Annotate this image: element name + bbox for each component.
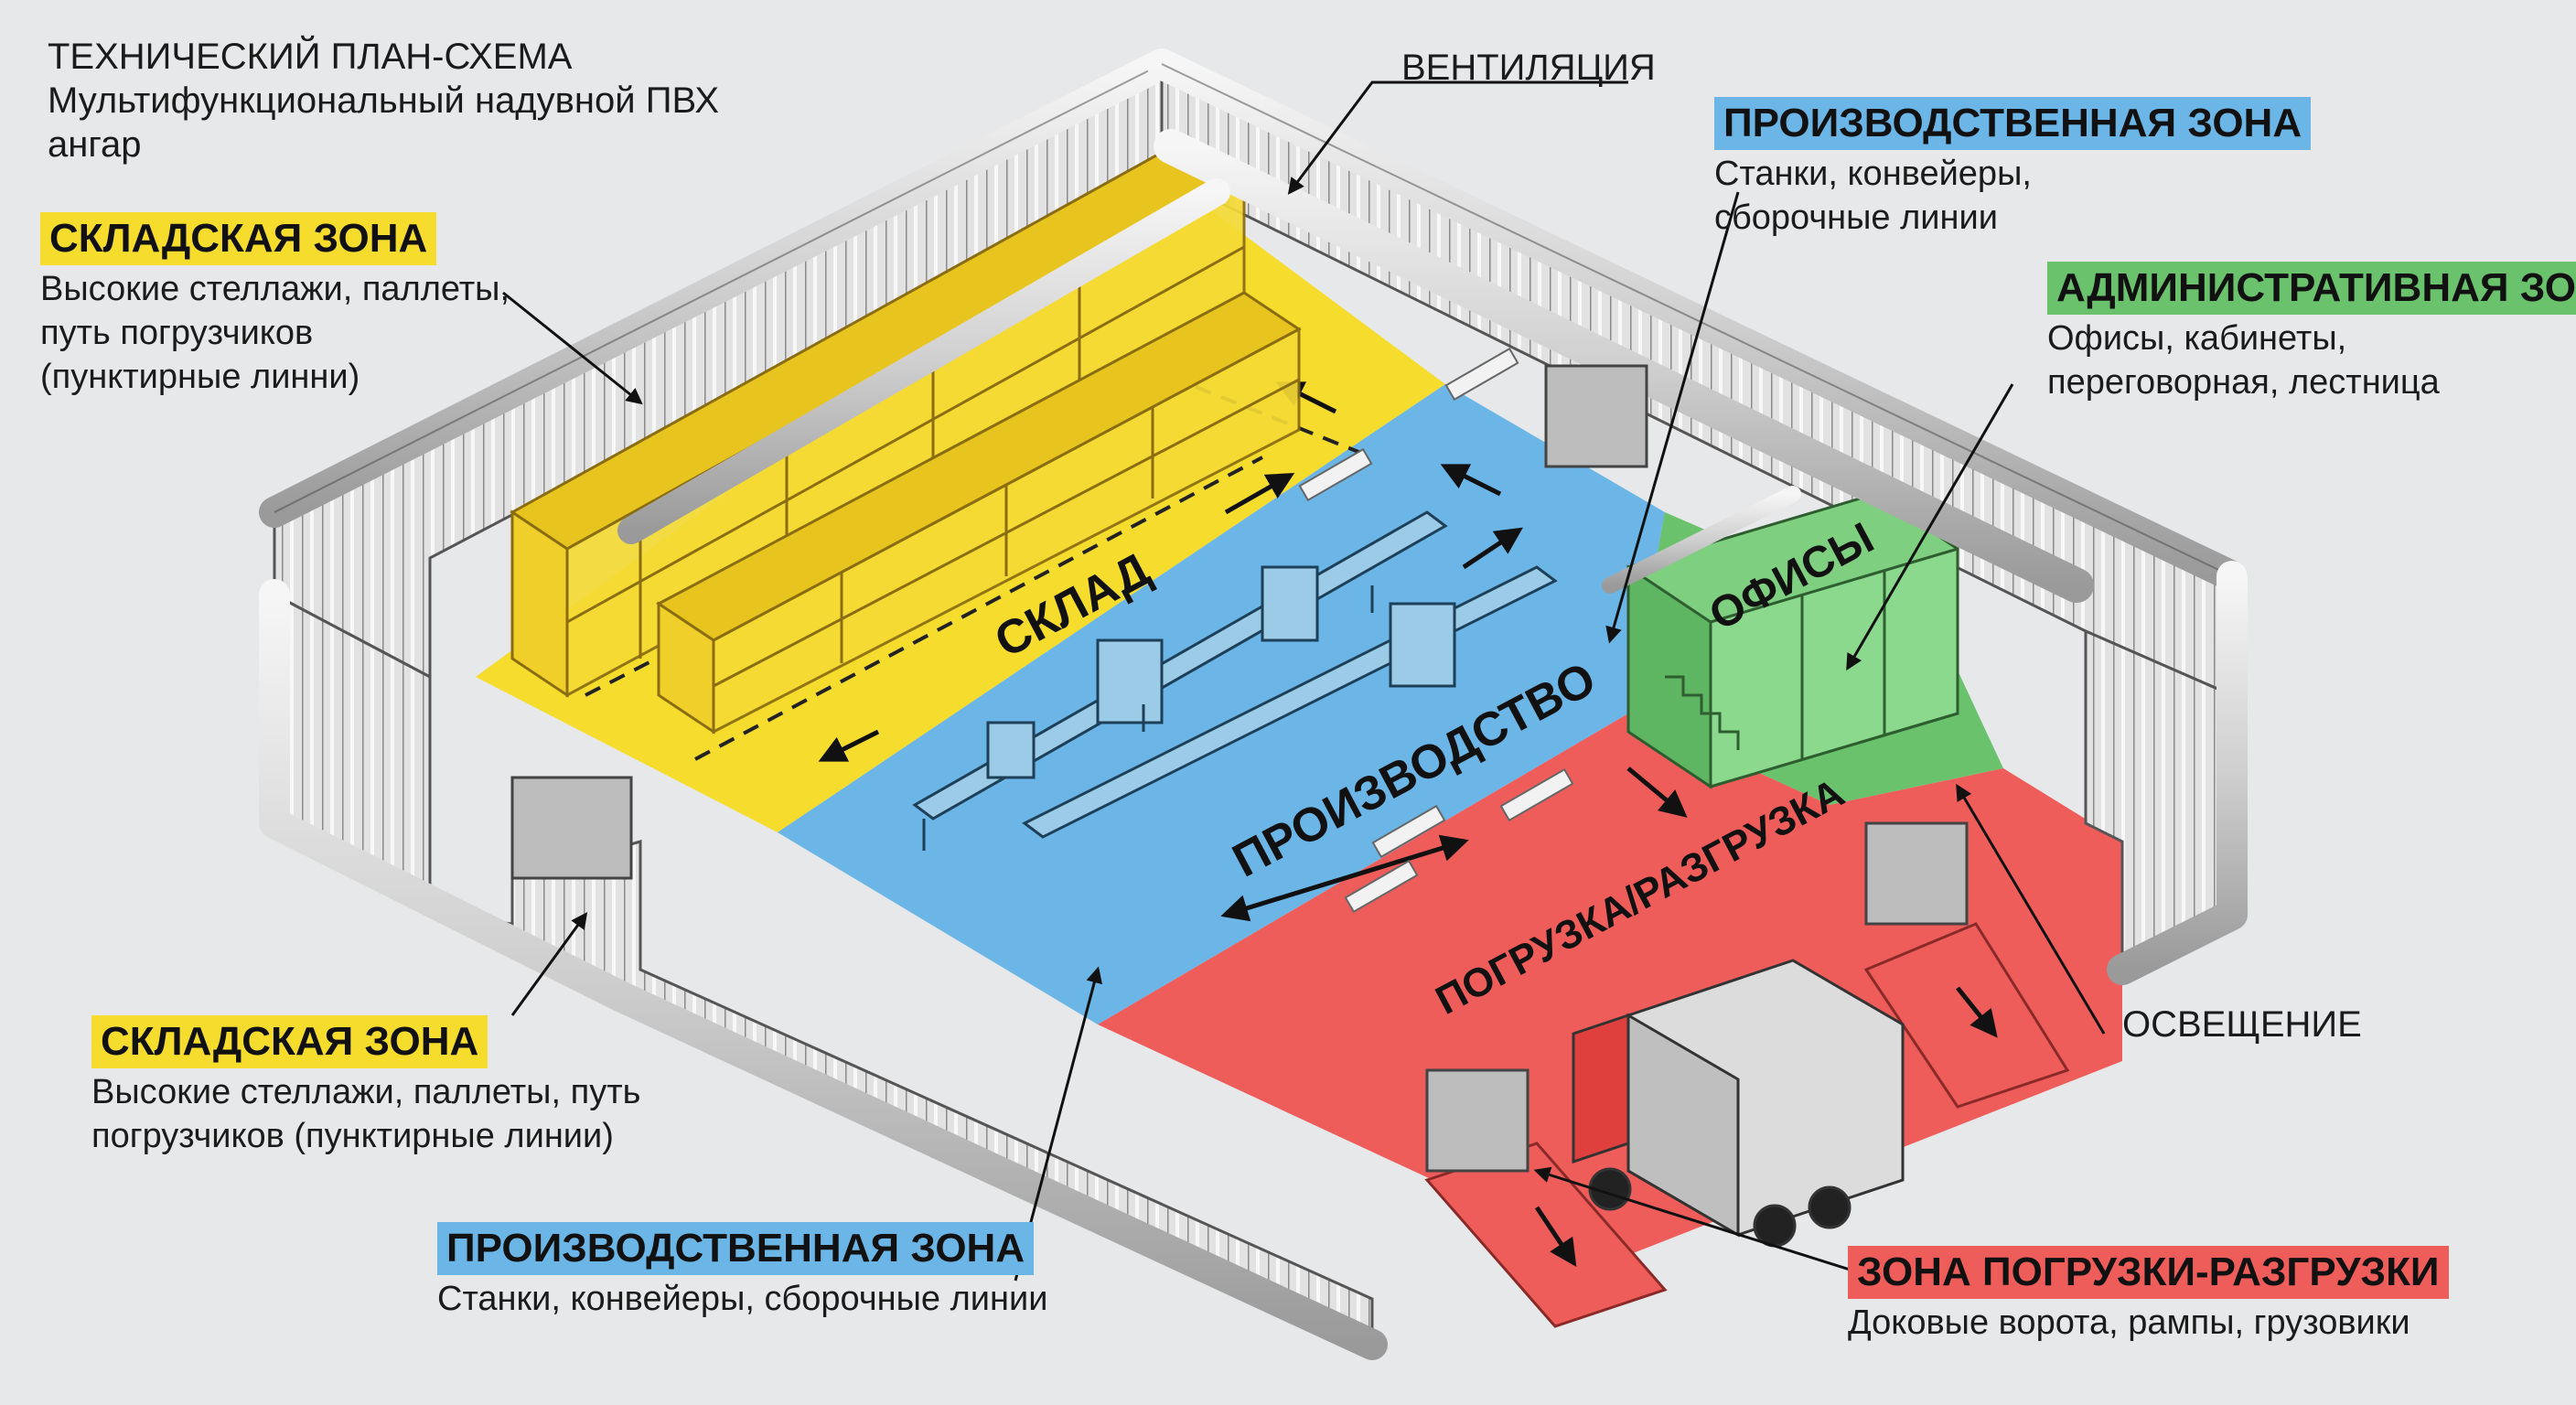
callout-production-bottom: ПРОИЗВОДСТВЕННАЯ ЗОНА Станки, конвейеры,…: [437, 1222, 1047, 1319]
callout-loading-heading: ЗОНА ПОГРУЗКИ-РАЗГРУЗКИ: [1848, 1246, 2449, 1299]
door-dock-right: [1864, 821, 1969, 926]
title-line-3: ангар: [48, 124, 142, 165]
callout-warehouse-top: СКЛАДСКАЯ ЗОНА Высокие стеллажи, паллеты…: [40, 212, 510, 397]
callout-warehouse-top-line-1: Высокие стеллажи, паллеты,: [40, 270, 510, 308]
callout-production-top-line-2: сборочные линии: [1714, 198, 1998, 237]
stairs: [1665, 675, 1740, 750]
front-wall-left: [256, 494, 1388, 1360]
light-2: [1444, 347, 1519, 402]
callout-admin-heading: АДМИНИСТРАТИВНАЯ ЗОНА: [2047, 262, 2576, 315]
callout-loading-line-1: Доковые ворота, рампы, грузовики: [1848, 1303, 2410, 1342]
callout-warehouse-bottom: СКЛАДСКАЯ ЗОНА Высокие стеллажи, паллеты…: [91, 1015, 640, 1156]
callout-production-bottom-heading: ПРОИЗВОДСТВЕННАЯ ЗОНА: [437, 1222, 1035, 1275]
callout-warehouse-top-line-2: путь погрузчиков: [40, 314, 314, 352]
callout-admin-line-2: переговорная, лестница: [2047, 363, 2440, 402]
callout-admin-line-1: Офисы, кабинеты,: [2047, 319, 2347, 358]
callout-warehouse-top-heading: СКЛАДСКАЯ ЗОНА: [40, 212, 437, 265]
callout-admin: АДМИНИСТРАТИВНАЯ ЗОНА Офисы, кабинеты, п…: [2047, 262, 2576, 402]
diagram-title: ТЕХНИЧЕСКИЙ ПЛАН-СХЕМА Мультифункциональ…: [48, 35, 719, 166]
office-block: [1626, 492, 1959, 789]
light-1: [1298, 447, 1373, 502]
truck: [1572, 959, 1905, 1248]
callout-warehouse-top-line-3: (пунктирные линни): [40, 358, 360, 396]
callout-warehouse-bottom-line-1: Высокие стеллажи, паллеты, путь: [91, 1073, 641, 1111]
production-equipment: [912, 510, 1558, 851]
storage-racks: [510, 135, 1302, 735]
callout-production-bottom-line-1: Станки, конвейеры, сборочные линии: [437, 1280, 1048, 1318]
callout-warehouse-bottom-heading: СКЛАДСКАЯ ЗОНА: [91, 1015, 488, 1068]
flow-arrows: [818, 381, 1998, 1267]
light-5: [1344, 859, 1419, 914]
light-4: [1499, 767, 1574, 822]
front-wall-right: [2084, 561, 2248, 985]
title-line-2: Мультифункциональный надувной ПВХ: [48, 80, 720, 121]
production-floor: [778, 384, 1665, 1024]
title-line-1: ТЕХНИЧЕСКИЙ ПЛАН-СХЕМА: [48, 37, 573, 77]
light-fixtures: [1298, 347, 1574, 914]
callout-warehouse-bottom-line-2: погрузчиков (пунктирные линии): [91, 1117, 614, 1155]
callout-production-top-heading: ПРОИЗВОДСТВЕННАЯ ЗОНА: [1714, 97, 2312, 150]
dock-doors: [510, 364, 1969, 1173]
rack-row-2: [656, 291, 1302, 735]
door-warehouse: [510, 776, 633, 880]
door-production: [1544, 364, 1648, 468]
callout-loading: ЗОНА ПОГРУЗКИ-РАЗГРУЗКИ Доковые ворота, …: [1848, 1246, 2449, 1343]
label-ventilation: ВЕНТИЛЯЦИЯ: [1401, 48, 1656, 88]
callout-production-top-line-1: Станки, конвейеры,: [1714, 155, 2032, 193]
light-3: [1371, 804, 1446, 859]
label-lighting: ОСВЕЩЕНИЕ: [2122, 1004, 2362, 1045]
callout-production-top: ПРОИЗВОДСТВЕННАЯ ЗОНА Станки, конвейеры,…: [1714, 97, 2312, 238]
door-dock-left: [1425, 1068, 1530, 1173]
ramp-right: [1863, 922, 2070, 1109]
